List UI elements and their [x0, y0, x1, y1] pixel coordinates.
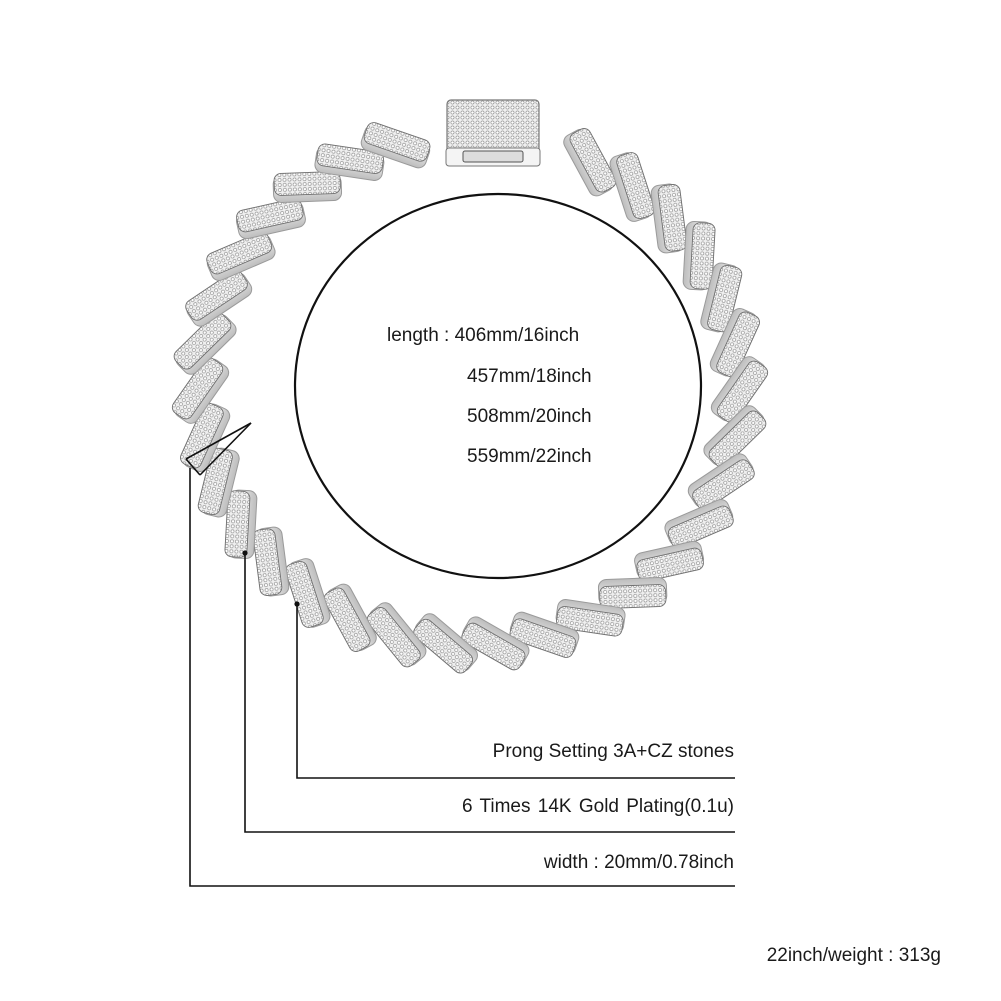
length-option-18: 457mm/18inch	[467, 366, 592, 387]
chain-link	[323, 583, 377, 652]
chain-link	[634, 540, 705, 582]
chain-link	[224, 489, 258, 560]
callout-width: width : 20mm/0.78inch	[543, 852, 734, 873]
chain-link	[285, 558, 331, 628]
chain-link	[185, 270, 253, 327]
chain-link	[360, 122, 431, 169]
chain-link	[597, 577, 668, 609]
chain-link	[710, 356, 769, 423]
chain-link	[650, 183, 688, 254]
chain-link	[272, 171, 343, 203]
chain-link	[235, 198, 306, 240]
chain-link	[709, 308, 760, 378]
length-label: length : 406mm/16inch	[387, 325, 580, 346]
leader-stones	[296, 604, 735, 779]
chain-link	[171, 357, 230, 424]
chain-link	[664, 499, 734, 549]
leader-width	[189, 468, 735, 887]
chain-link	[206, 231, 276, 281]
length-circle	[293, 192, 703, 580]
chain-link	[252, 526, 290, 597]
chain-link	[197, 447, 240, 518]
leader-plating	[244, 553, 735, 833]
callout-stones: Prong Setting 3A+CZ stones	[492, 741, 734, 762]
length-option-20: 508mm/20inch	[467, 406, 592, 427]
chain-link	[413, 613, 478, 674]
chain-link	[700, 262, 743, 333]
chain-link	[366, 602, 427, 668]
callout-plating: 6 Times 14K Gold Plating(0.1u)	[461, 796, 734, 817]
chain-link	[314, 143, 385, 181]
weight-label: 22inch/weight : 313g	[766, 945, 941, 966]
leader-lines	[189, 468, 735, 887]
chain-link	[509, 611, 580, 658]
width-marker	[185, 422, 252, 476]
chain-links	[171, 122, 769, 674]
box-clasp-icon	[445, 99, 541, 167]
chain-link	[461, 616, 530, 671]
length-option-16: 406mm/16inch	[454, 325, 580, 346]
chain-link	[563, 128, 617, 197]
chain-link	[687, 453, 755, 510]
chain-link	[703, 405, 767, 468]
chain-link	[609, 152, 655, 222]
chain-link	[555, 599, 626, 637]
chain-link	[682, 220, 716, 291]
chain-link	[173, 312, 237, 375]
length-option-22: 559mm/22inch	[467, 446, 592, 467]
